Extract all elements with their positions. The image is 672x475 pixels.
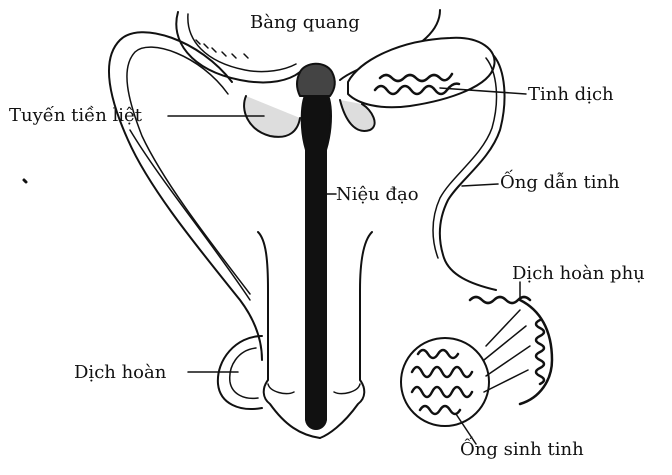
label-urethra: Niệu đạo [336, 186, 419, 204]
leader-vas [462, 184, 498, 186]
glans-right [334, 384, 360, 394]
penis-right-outline [320, 232, 372, 438]
left-loop-inner [127, 47, 250, 294]
label-epididymis: Dịch hoàn phụ [512, 265, 645, 283]
label-testis: Dịch hoàn [74, 364, 166, 382]
seminal-vesicle [348, 38, 495, 107]
testis-left-inner [230, 348, 258, 398]
left-loop [109, 32, 262, 360]
label-seminiferous-tubules: Ống sinh tinh [460, 441, 584, 459]
glans-left [268, 384, 294, 394]
urethra-top [297, 64, 335, 96]
label-vas-deferens: Ống dẫn tinh [500, 174, 620, 192]
label-bladder: Bàng quang [250, 14, 360, 32]
epididymis [470, 297, 552, 404]
seminiferous-coils [412, 350, 472, 414]
efferent-ducts [484, 310, 530, 392]
mark-dot [24, 180, 26, 182]
urethra [302, 88, 331, 429]
label-prostate: Tuyến tiền liệt [9, 107, 142, 125]
label-semen: Tinh dịch [528, 86, 614, 104]
